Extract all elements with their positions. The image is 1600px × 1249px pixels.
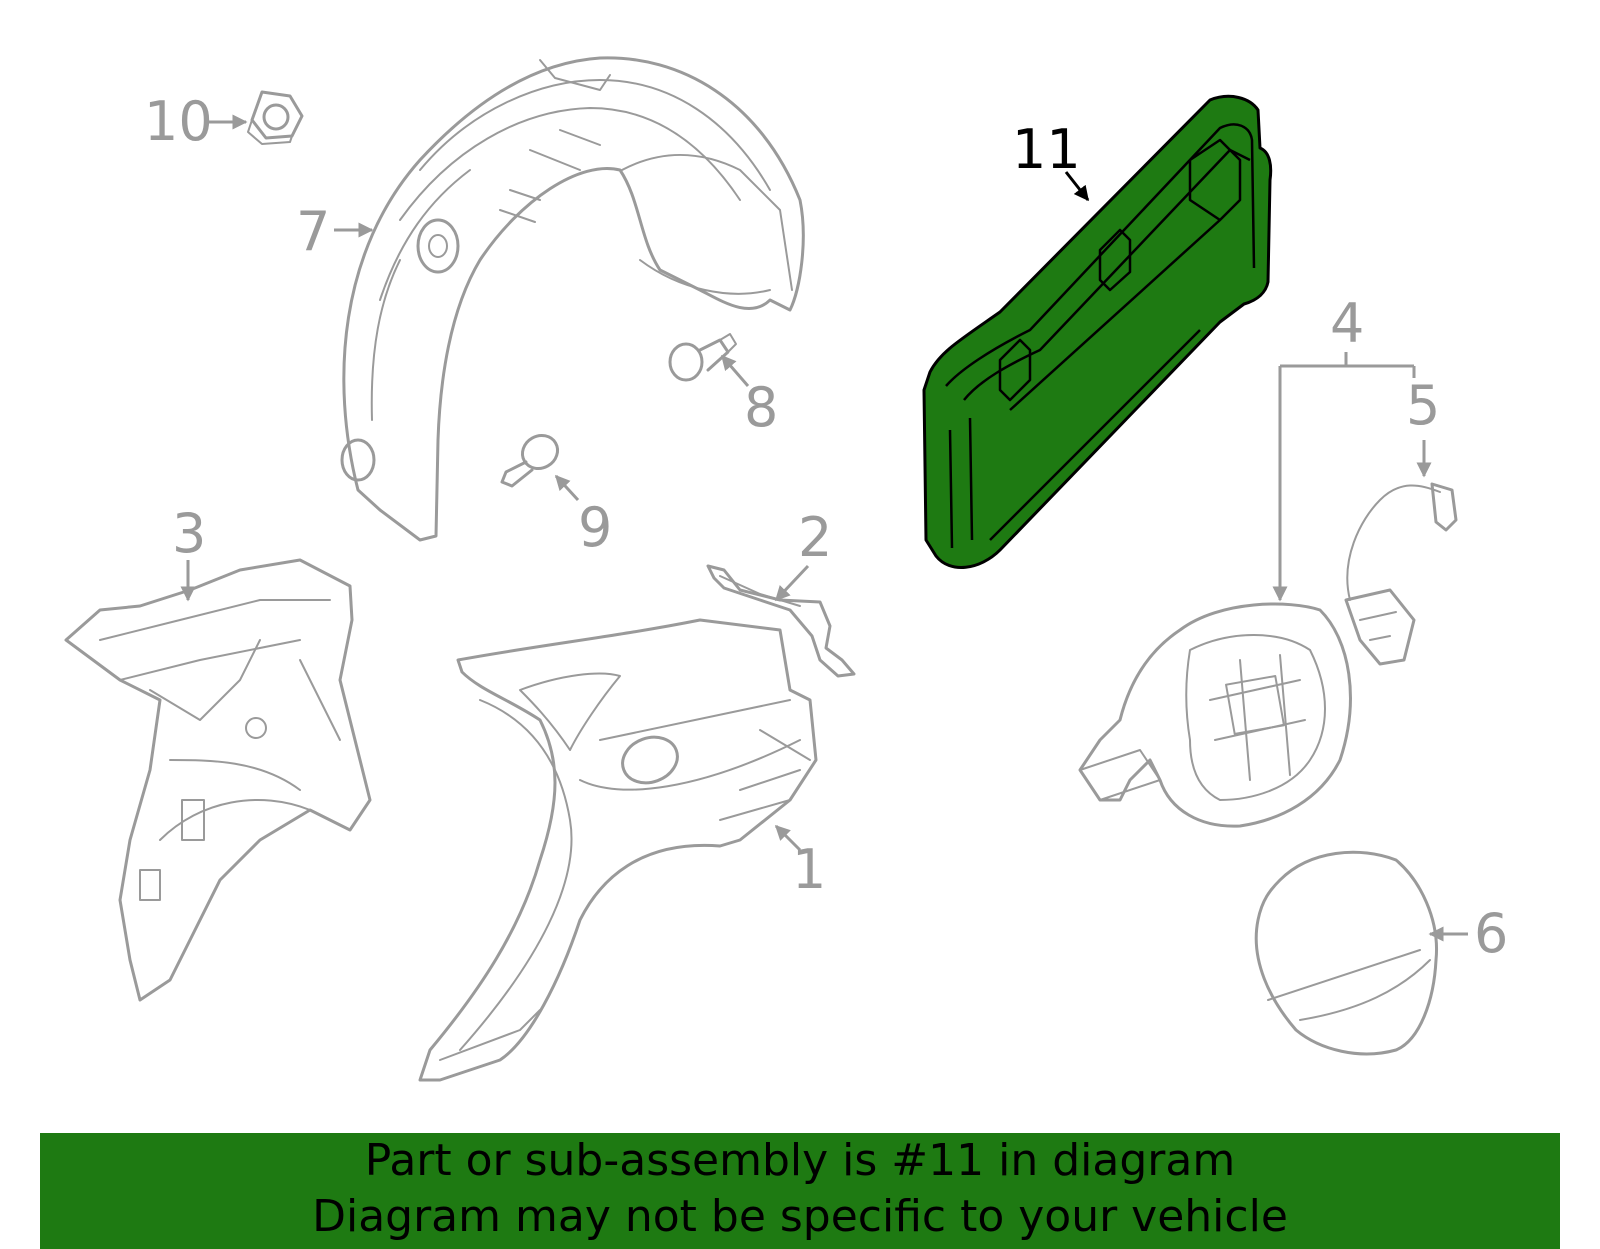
callout-8: 8 [744,376,778,439]
footer-line-2: Diagram may not be specific to your vehi… [312,1191,1288,1242]
callout-10: 10 [144,90,213,153]
part-11-cover-highlighted [922,94,1273,569]
callout-3: 3 [172,502,206,565]
leader-8 [720,354,750,387]
callout-2: 2 [798,506,832,569]
part-10-nut [247,90,304,145]
part-1-quarter-panel [418,618,818,1082]
part-9-clip [500,433,560,488]
footer-line-1: Part or sub-assembly is #11 in diagram [364,1135,1236,1186]
part-3-inner-panel [64,558,372,1002]
part-2-bracket [706,564,856,678]
callout-6: 6 [1474,902,1508,965]
footer-banner: Part or sub-assembly is #11 in diagram D… [40,1133,1560,1249]
leader-2 [774,564,810,602]
leader-4-bracket [1280,352,1414,368]
callout-5: 5 [1406,374,1440,437]
leader-11 [1064,171,1090,202]
callout-4: 4 [1330,292,1364,355]
part-7-wheel-liner [340,56,805,542]
leader-1 [774,824,802,852]
part-5-actuator [1344,482,1458,666]
part-8-clip [668,333,737,382]
part-6-fuel-door [1254,850,1439,1056]
callout-11: 11 [1012,118,1081,181]
part-4-filler-housing [1078,602,1352,828]
callout-7: 7 [296,200,330,263]
callout-9: 9 [578,496,612,559]
leader-9 [554,474,580,502]
